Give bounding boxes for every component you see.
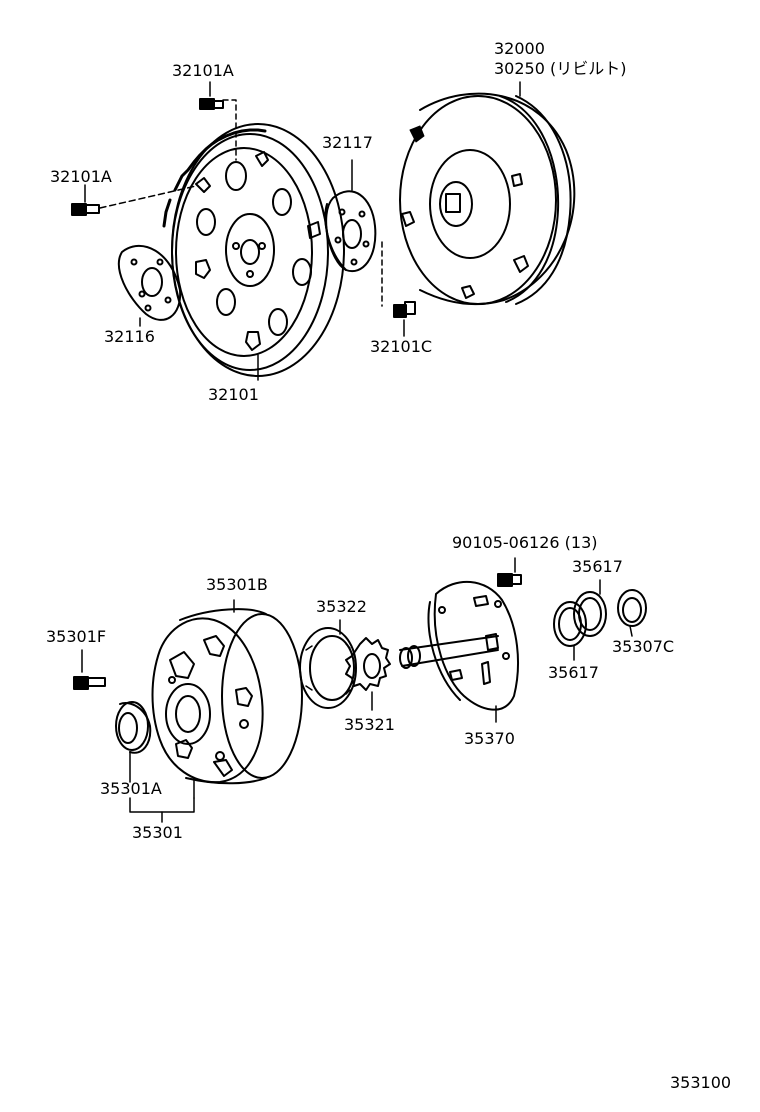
seal-ring-35617-b <box>553 601 587 661</box>
label-35617-bottom: 35617 <box>548 663 599 682</box>
plate-32117 <box>324 159 377 273</box>
label-35301F: 35301F <box>46 627 107 646</box>
label-32101C: 32101C <box>370 337 433 356</box>
bolt-32101C <box>381 241 416 337</box>
label-35301A: 35301A <box>100 779 162 798</box>
bolt-32101A-left <box>71 184 197 216</box>
bracket-35301 <box>129 779 195 823</box>
label-35321: 35321 <box>344 715 395 734</box>
label-35301: 35301 <box>132 823 183 842</box>
bolt-32101A-top <box>199 81 237 161</box>
label-32116: 32116 <box>104 327 155 346</box>
label-30250: 30250 (リビルト) <box>494 59 627 78</box>
bolt-90105 <box>497 557 522 587</box>
label-90105: 90105-06126 (13) <box>452 533 598 552</box>
pump-body-35301B <box>151 599 303 785</box>
diagram-code: 353100 <box>670 1073 732 1092</box>
label-35307C: 35307C <box>612 637 675 656</box>
stator-shaft-35370 <box>399 580 519 723</box>
label-32101A-top: 32101A <box>172 61 234 80</box>
label-32117: 32117 <box>322 133 373 152</box>
gear-35321 <box>345 637 391 711</box>
label-32000: 32000 <box>494 39 545 58</box>
spacer-32116 <box>117 244 182 327</box>
label-32101A-left: 32101A <box>50 167 112 186</box>
label-35301B: 35301B <box>206 575 268 594</box>
oil-seal-35301A <box>115 701 152 783</box>
label-35322: 35322 <box>316 597 367 616</box>
seal-ring-35617-a <box>573 579 607 637</box>
drive-plate-32101 <box>162 123 345 381</box>
torque-converter-32000 <box>399 81 576 306</box>
label-32101: 32101 <box>208 385 259 404</box>
label-35370: 35370 <box>464 729 515 748</box>
bolt-35301F <box>73 649 106 690</box>
ring-35307C <box>617 589 647 637</box>
gear-35322 <box>299 619 357 709</box>
label-35617-top: 35617 <box>572 557 623 576</box>
